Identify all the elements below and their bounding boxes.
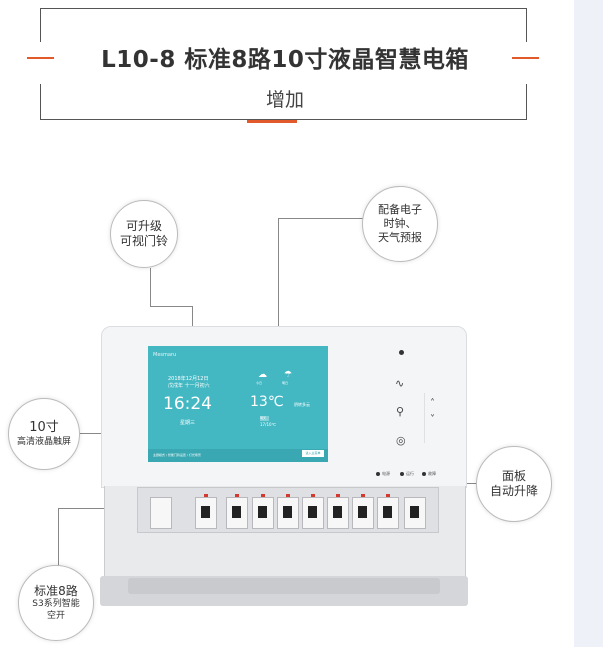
callout-line [150, 268, 151, 306]
page-subtitle: 增加 [265, 89, 304, 111]
status-indicator: 故障 [422, 471, 436, 477]
screen-weather-desc: 阴转多云 [294, 402, 310, 407]
screen-temperature: 13℃ [250, 394, 284, 410]
title-dash-right [512, 57, 539, 59]
screen-temp-range: 17/10℃ [260, 422, 277, 427]
search-icon[interactable]: ⚲ [396, 405, 405, 418]
breaker[interactable] [377, 494, 399, 529]
camera-dot [399, 350, 404, 355]
status-indicator: 电源 [376, 471, 390, 477]
callout-clock-weather: 配备电子 时钟、 天气预报 [362, 186, 438, 262]
breaker[interactable] [352, 494, 374, 529]
screen-date-line: 2018年12月12日 [168, 376, 209, 382]
main-menu-button[interactable]: 进入主菜单 [302, 450, 324, 457]
subtitle-underline [247, 120, 297, 123]
callout-line [278, 218, 363, 219]
screen-lunar-date: 戊戌年 十一月初六 [168, 382, 210, 389]
chevron-up-icon[interactable]: ˄ [430, 398, 435, 409]
breaker[interactable] [226, 494, 248, 529]
breaker[interactable] [302, 494, 324, 529]
cloud-sun-icon: ☁ [258, 370, 267, 380]
circle-icon[interactable]: ◎ [396, 434, 406, 447]
callout-text: 标准8路 [34, 584, 78, 599]
status-indicator: 运行 [400, 471, 414, 477]
callout-panel-lift: 面板 自动升降 [476, 446, 552, 522]
page-title: L10-8 标准8路10寸液晶智慧电箱 [101, 47, 469, 73]
callout-text: 配备电子 [378, 203, 422, 217]
callout-text: 自动升降 [489, 484, 538, 498]
callout-text: 高清液晶触屏 [16, 436, 71, 447]
callout-line [58, 508, 148, 509]
callout-line [150, 306, 192, 307]
callout-video-doorbell: 可升级 可视门铃 [110, 200, 178, 268]
screen-footer-bar [148, 449, 328, 462]
callout-text: 可升级 [125, 219, 162, 233]
callout-text: 时钟、 [383, 217, 417, 231]
status-label: 运行 [406, 471, 414, 476]
title-frame [40, 8, 527, 120]
weather-label: 今日 [256, 381, 263, 385]
lcd-screen[interactable]: Mesmaru 2018年12月12日 戊戌年 十一月初六 16:24 星期三 … [148, 346, 328, 462]
cloud-rain-icon: ☂ [284, 370, 293, 380]
breaker[interactable] [195, 494, 217, 529]
screen-weekday: 星期三 [180, 420, 196, 426]
callout-text: 可视门铃 [119, 234, 168, 248]
breaker[interactable] [327, 494, 349, 529]
callout-line [456, 483, 478, 484]
screen-date: 2018年12月12日 戊戌年 十一月初六 [168, 376, 210, 389]
callout-screen: 10寸 高清液晶触屏 [8, 398, 80, 470]
screen-badge: 明天 [260, 416, 269, 421]
right-sidebar [574, 0, 603, 647]
screen-time: 16:24 [163, 394, 212, 414]
status-label: 故障 [428, 471, 436, 476]
callout-breakers: 标准8路 S3系列智能 空开 [18, 565, 94, 641]
callout-text: 10寸 [29, 420, 59, 436]
breaker[interactable] [277, 494, 299, 529]
status-label: 电源 [382, 471, 390, 476]
weather-label: 明日 [282, 381, 289, 385]
callout-text: 空开 [46, 610, 65, 621]
screen-brand: Mesmaru [153, 352, 177, 358]
chevron-down-icon[interactable]: ˅ [430, 414, 435, 425]
callout-line [58, 508, 59, 568]
title-dash-left [27, 57, 54, 59]
main-breaker[interactable] [150, 497, 172, 529]
cabinet-base-cover [128, 578, 440, 594]
waveform-icon[interactable]: ∿ [395, 377, 405, 390]
arrow-buttons [424, 393, 451, 443]
callout-line [278, 218, 279, 358]
callout-text: 面板 [501, 469, 526, 483]
breaker[interactable] [252, 494, 274, 529]
callout-text: 天气预报 [378, 230, 422, 244]
callout-text: S3系列智能 [32, 599, 80, 610]
breaker[interactable] [404, 497, 426, 529]
screen-footer-text: 主题模式 / 智能门铃设置 / 灯光场景 [153, 453, 201, 457]
